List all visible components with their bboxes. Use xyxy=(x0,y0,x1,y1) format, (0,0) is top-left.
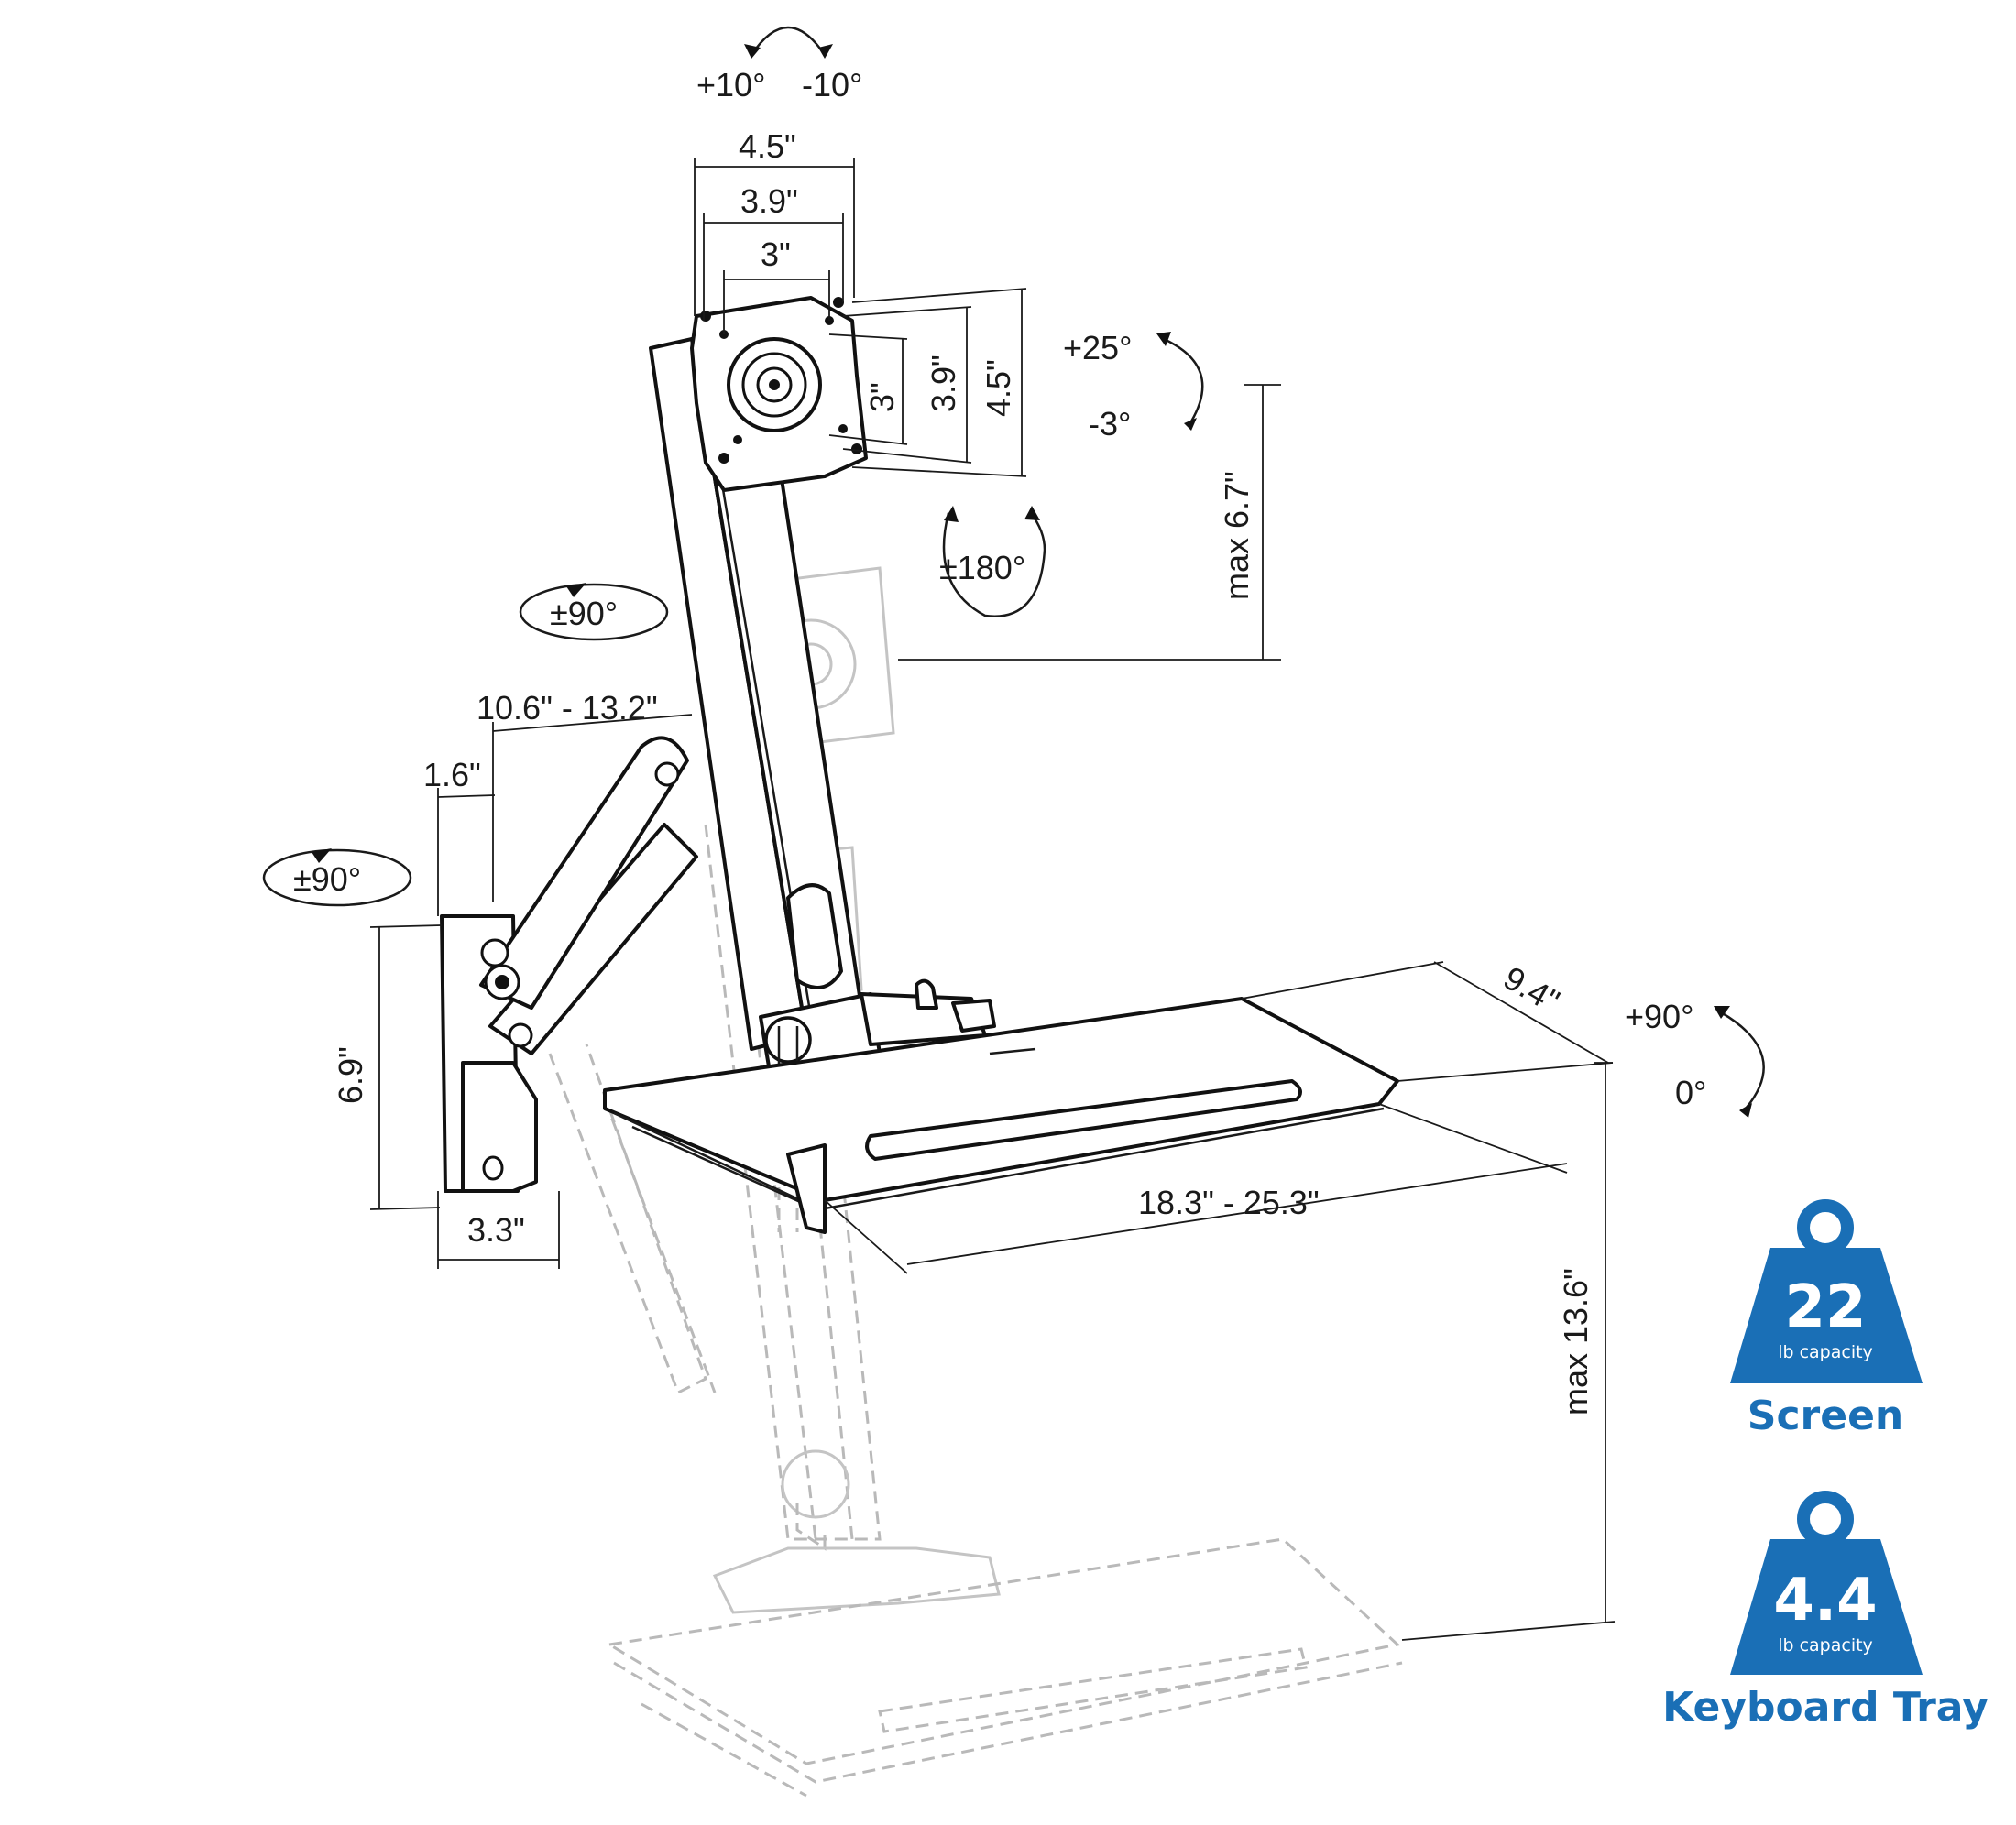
arm-length-label: 10.6" - 13.2" xyxy=(477,689,658,727)
mount-solid xyxy=(440,296,1399,1234)
tray-width-label: 18.3" - 25.3" xyxy=(1138,1184,1320,1221)
plate-depth-label: 3.3" xyxy=(467,1211,525,1249)
rotate-180-label: ±180° xyxy=(939,549,1025,586)
tilt-minus-label: -10° xyxy=(802,66,862,104)
tray-zero-label: 0° xyxy=(1675,1074,1706,1111)
swivel-upper-label: ±90° xyxy=(550,595,618,632)
swivel-upper-arrow-icon xyxy=(519,583,669,641)
max-height-136-label: max 13.6" xyxy=(1557,1268,1594,1415)
vesa-39-h-label: 3.9" xyxy=(740,182,798,220)
vesa-3-h-label: 3" xyxy=(761,235,791,273)
gas-spring-arm xyxy=(479,736,689,1010)
dimension-lines xyxy=(369,158,1616,1641)
screen-capacity-value: 22 xyxy=(1784,1273,1866,1341)
tray-plus-label: +90° xyxy=(1625,998,1693,1035)
tilt2-minus-label: -3° xyxy=(1089,405,1131,443)
tray-tilt-arrow-icon xyxy=(1720,1011,1765,1109)
tilt-plus-label: +10° xyxy=(696,66,765,104)
keyboard-capacity-value: 4.4 xyxy=(1773,1567,1877,1634)
dimension-labels: +10° -10° 4.5" 3.9" 3" 3" 3.9" 4.5" +25°… xyxy=(293,66,1706,1415)
badge-screen: 22 lb capacity Screen xyxy=(1730,1199,1923,1439)
keyboard-capacity-label: Keyboard Tray xyxy=(1662,1684,1989,1731)
tilt-arrow-icon xyxy=(750,26,827,56)
vesa-3-v-label: 3" xyxy=(863,382,901,412)
offset-16-label: 1.6" xyxy=(423,756,481,793)
screen-capacity-unit: lb capacity xyxy=(1778,1342,1873,1362)
tilt2-plus-label: +25° xyxy=(1063,329,1132,366)
max-height-67-label: max 6.7" xyxy=(1218,471,1255,600)
weight-ring-icon xyxy=(1797,1199,1854,1256)
badge-keyboard: 4.4 lb capacity Keyboard Tray xyxy=(1662,1491,1989,1731)
weight-ring-icon xyxy=(1797,1491,1854,1547)
tray-depth-label: 9.4" xyxy=(1497,958,1566,1020)
vesa-45-v-label: 4.5" xyxy=(980,359,1017,417)
vesa-39-v-label: 3.9" xyxy=(925,355,962,412)
vesa-45-h-label: 4.5" xyxy=(739,127,796,165)
weight-icon xyxy=(1730,1248,1923,1383)
weight-icon xyxy=(1730,1539,1923,1675)
screen-capacity-label: Screen xyxy=(1748,1393,1903,1439)
swivel-lower-label: ±90° xyxy=(293,860,361,898)
tilt-side-arrow-icon xyxy=(1163,337,1204,422)
rotate-180-arrow-icon xyxy=(942,512,1046,617)
rotation-arrows xyxy=(262,26,1765,1118)
swivel-lower-arrow-icon xyxy=(262,848,412,907)
plate-height-label: 6.9" xyxy=(332,1046,369,1104)
keyboard-capacity-unit: lb capacity xyxy=(1778,1635,1873,1656)
